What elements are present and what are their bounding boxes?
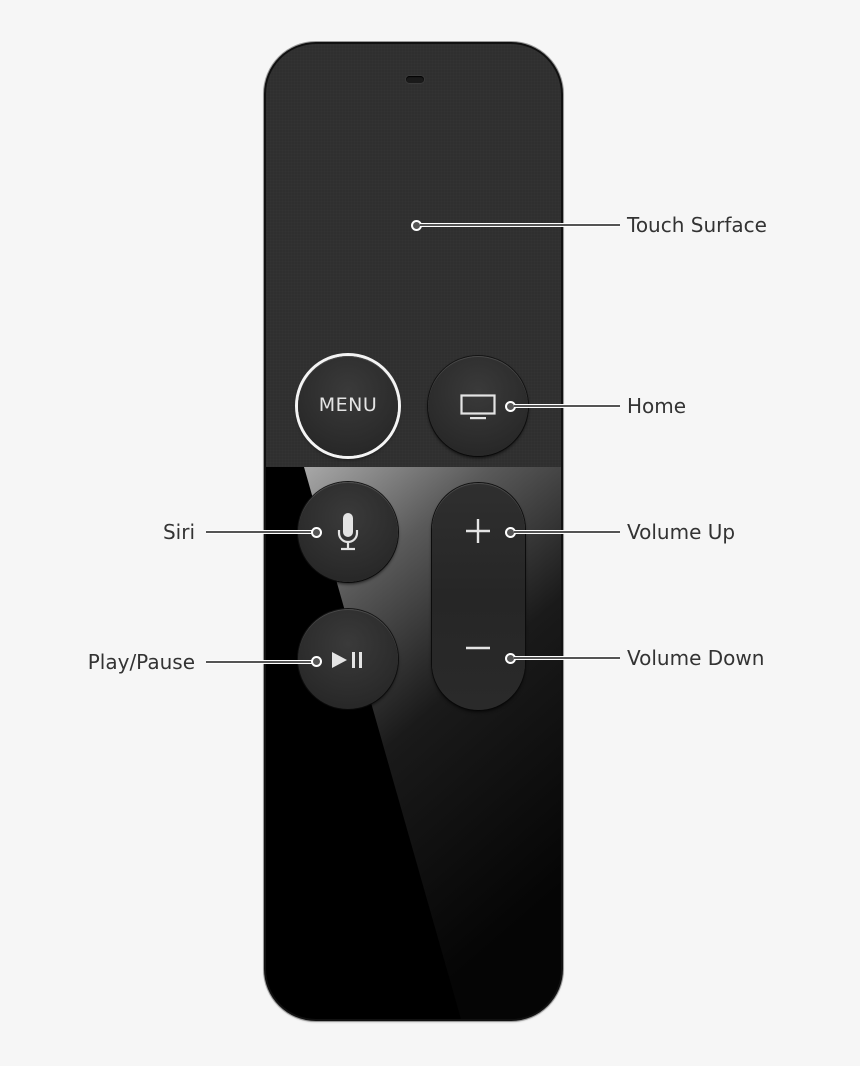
apple-tv-remote: MENU xyxy=(264,42,563,1021)
home-label: Home xyxy=(627,394,687,418)
siri-label: Siri xyxy=(162,520,195,544)
home-callout-line xyxy=(514,405,620,407)
touch-surface-label: Touch Surface xyxy=(627,213,767,237)
microphone-icon xyxy=(337,513,359,551)
volume-up-label: Volume Up xyxy=(627,520,736,544)
volume-up-callout-line xyxy=(514,531,620,533)
play-pause-callout-dot xyxy=(311,656,322,667)
touch-surface-callout-line xyxy=(420,224,620,226)
volume-rocker xyxy=(432,483,525,710)
volume-up-button[interactable] xyxy=(432,483,525,596)
play-pause-callout-line xyxy=(206,661,312,663)
play-pause-label: Play/Pause xyxy=(87,650,195,674)
volume-down-label: Volume Down xyxy=(627,646,765,670)
tv-icon xyxy=(460,394,496,420)
play-pause-icon xyxy=(332,652,362,668)
menu-button[interactable]: MENU xyxy=(298,356,398,456)
volume-down-callout-line xyxy=(514,657,620,659)
siri-callout-dot xyxy=(311,527,322,538)
minus-icon xyxy=(466,646,490,650)
menu-label: MENU xyxy=(318,394,378,416)
siri-callout-line xyxy=(206,531,312,533)
microphone-slot xyxy=(406,76,424,83)
volume-down-button[interactable] xyxy=(432,597,525,710)
plus-icon xyxy=(466,519,490,543)
